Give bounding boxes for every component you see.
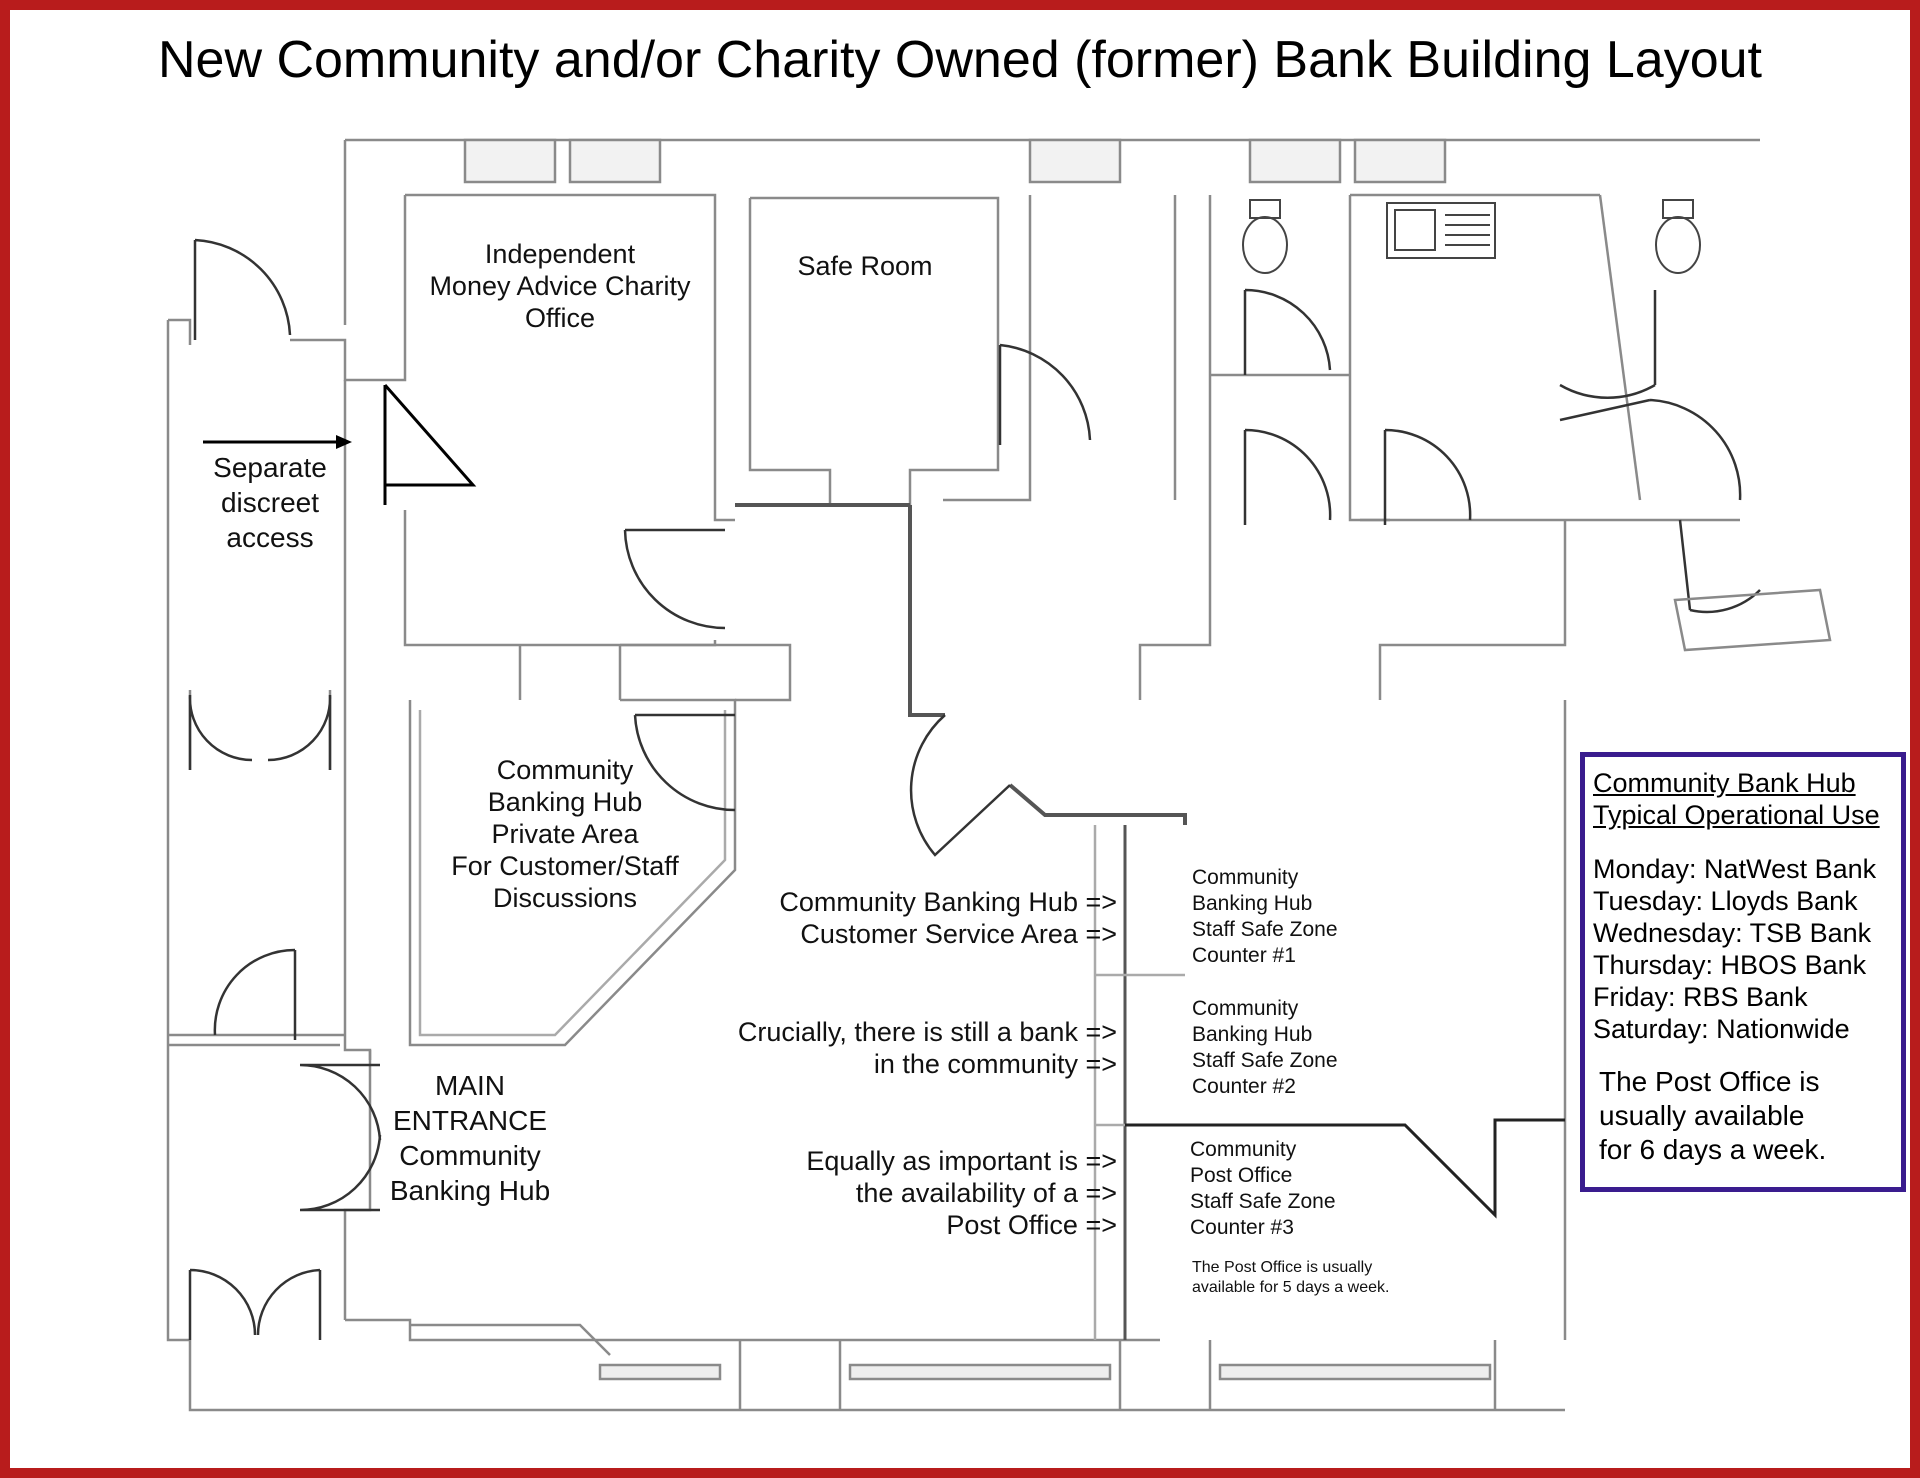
doors: [188, 238, 1832, 1340]
legend-day: Saturday: Nationwide: [1593, 1014, 1850, 1044]
page-title: New Community and/or Charity Owned (form…: [157, 31, 1762, 89]
post-office-note: Equally as important is => the availabil…: [806, 1146, 1117, 1240]
legend-days: Monday: NatWest Bank Tuesday: Lloyds Ban…: [1593, 853, 1893, 1045]
south-wall: [188, 1340, 1565, 1412]
fixtures: [1242, 199, 1701, 274]
counter-2-label: Community Banking Hub Staff Safe Zone Co…: [1192, 997, 1338, 1098]
separate-access-label: Separate discreet access: [213, 452, 327, 553]
advice-office-walls: [405, 193, 717, 505]
bank-in-community-note: Crucially, there is still a bank => in t…: [737, 1017, 1117, 1079]
legend-day: Monday: NatWest Bank: [1593, 854, 1877, 884]
service-area-note: Community Banking Hub => Customer Servic…: [779, 887, 1117, 949]
counter-note: The Post Office is usually available for…: [1192, 1259, 1390, 1296]
private-area-walls: [408, 698, 737, 1047]
counter-1-label: Community Banking Hub Staff Safe Zone Co…: [1192, 866, 1338, 967]
wc-block-walls: [1138, 195, 1212, 700]
legend-heading-2: Typical Operational Use: [1593, 800, 1880, 830]
window: [463, 138, 557, 184]
safe-room-walls: [750, 196, 1000, 505]
advice-office-label: Independent Money Advice Charity Office: [429, 239, 691, 333]
safe-room-label: Safe Room: [797, 251, 933, 281]
operational-use-legend: Community Bank Hub Typical Operational U…: [1580, 752, 1906, 1192]
west-wall: [166, 320, 190, 1342]
counter-3-label: Community Post Office Staff Safe Zone Co…: [1190, 1138, 1336, 1239]
main-entrance-label: MAIN ENTRANCE Community Banking Hub: [389, 1070, 551, 1206]
legend-day: Wednesday: TSB Bank: [1593, 918, 1872, 948]
private-area-label: Community Banking Hub Private Area For C…: [451, 755, 679, 913]
legend-day: Thursday: HBOS Bank: [1593, 950, 1867, 980]
access-flag: [383, 384, 477, 505]
legend-day: Friday: RBS Bank: [1593, 982, 1808, 1012]
legend-heading-1: Community Bank Hub: [1593, 768, 1856, 798]
legend-day: Tuesday: Lloyds Bank: [1593, 886, 1858, 916]
legend-post-office: The Post Office is usually available for…: [1599, 1066, 1827, 1165]
